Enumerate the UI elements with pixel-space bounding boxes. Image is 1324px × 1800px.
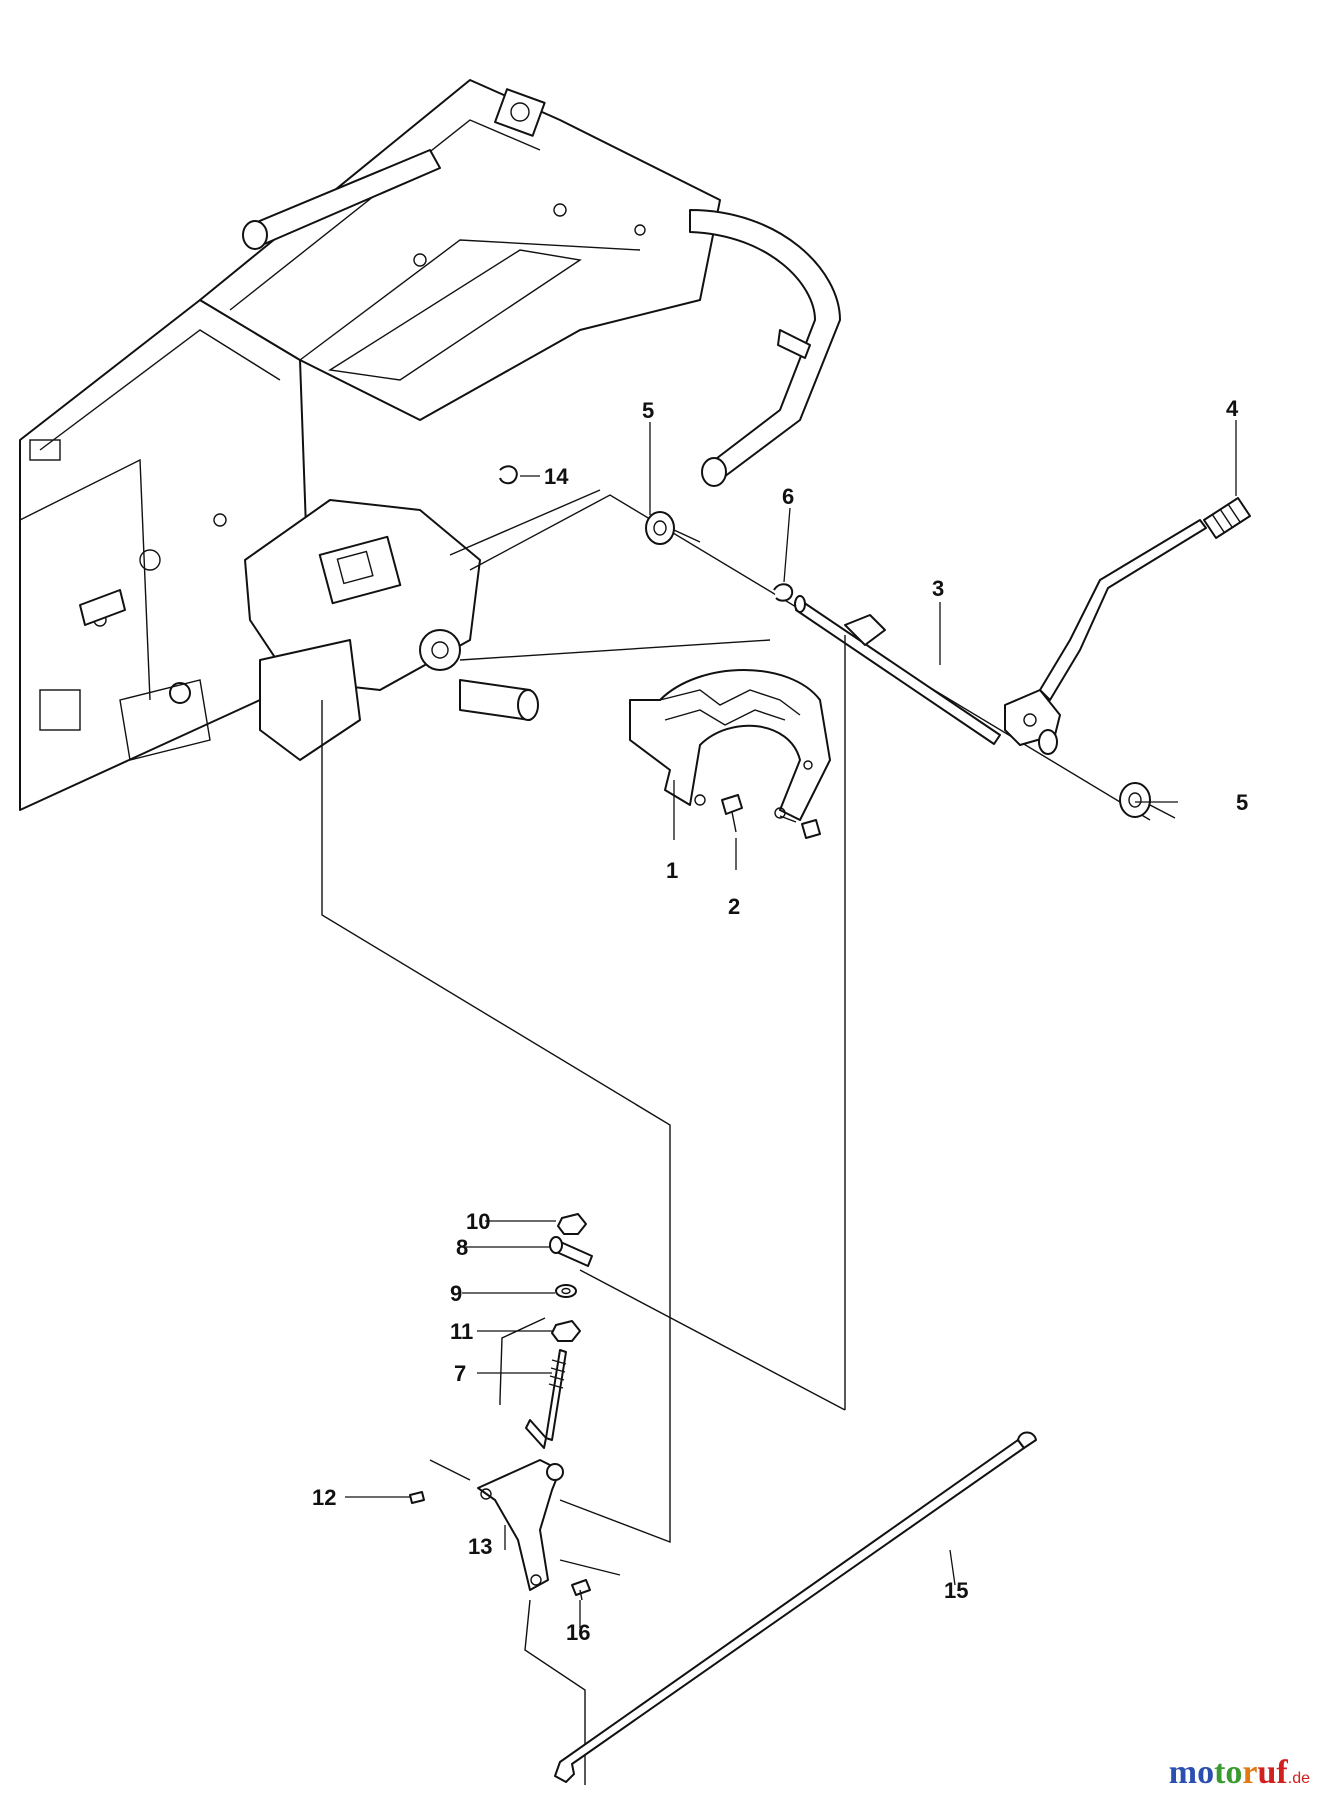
callout-12: 12 [312, 1485, 336, 1510]
part-15-rod [554, 1431, 1037, 1783]
callout-3: 3 [932, 576, 944, 601]
callout-6: 6 [782, 484, 794, 509]
part-1-segment-plate [629, 669, 831, 821]
callout-11: 11 [450, 1319, 473, 1344]
part-10-nut [557, 1213, 587, 1235]
watermark-logo: motoruf.de [1169, 1754, 1310, 1792]
watermark-char: o [1225, 1754, 1243, 1791]
callout-15: 15 [944, 1578, 968, 1603]
callout-14: 14 [544, 464, 569, 489]
part-7-rod [545, 1349, 567, 1441]
part-9-washer [555, 1284, 577, 1298]
part-5-bushings [645, 511, 1176, 819]
callout-13: 13 [468, 1534, 492, 1559]
part-12-pin [409, 1491, 425, 1504]
assembly-lines [321, 700, 846, 1785]
watermark-char: r [1242, 1754, 1258, 1791]
chassis-frame [19, 79, 841, 811]
part-4-grip [1203, 497, 1251, 539]
watermark-char: f [1276, 1754, 1288, 1791]
part-16-pin [571, 1579, 591, 1596]
watermark-char: u [1257, 1754, 1277, 1791]
callout-7: 7 [454, 1361, 466, 1386]
watermark-char: t [1214, 1754, 1226, 1791]
callout-16: 16 [566, 1620, 590, 1645]
callout-5-top: 5 [642, 398, 654, 423]
part-11-nut [551, 1320, 581, 1342]
callout-9: 9 [450, 1281, 462, 1306]
callout-5-right: 5 [1236, 790, 1248, 815]
callout-4: 4 [1226, 396, 1239, 421]
part-2-bolts [721, 794, 821, 839]
leader-lines [345, 420, 1237, 1628]
part-6-clip [773, 583, 794, 602]
part-14-clip [499, 465, 518, 485]
watermark-char: o [1197, 1754, 1215, 1791]
callout-8: 8 [456, 1235, 468, 1260]
callouts: 1 2 3 4 5 5 6 7 8 9 10 11 12 13 14 15 16 [312, 396, 1248, 1645]
part-13-bellcrank [477, 1459, 561, 1591]
watermark-suffix: .de [1287, 1770, 1310, 1787]
callout-1: 1 [666, 858, 678, 883]
callout-2: 2 [728, 894, 740, 919]
callout-10: 10 [466, 1209, 490, 1234]
lower-linkage [409, 1213, 593, 1601]
lift-shaft-lines [449, 489, 1207, 1410]
watermark-char: m [1168, 1754, 1198, 1791]
